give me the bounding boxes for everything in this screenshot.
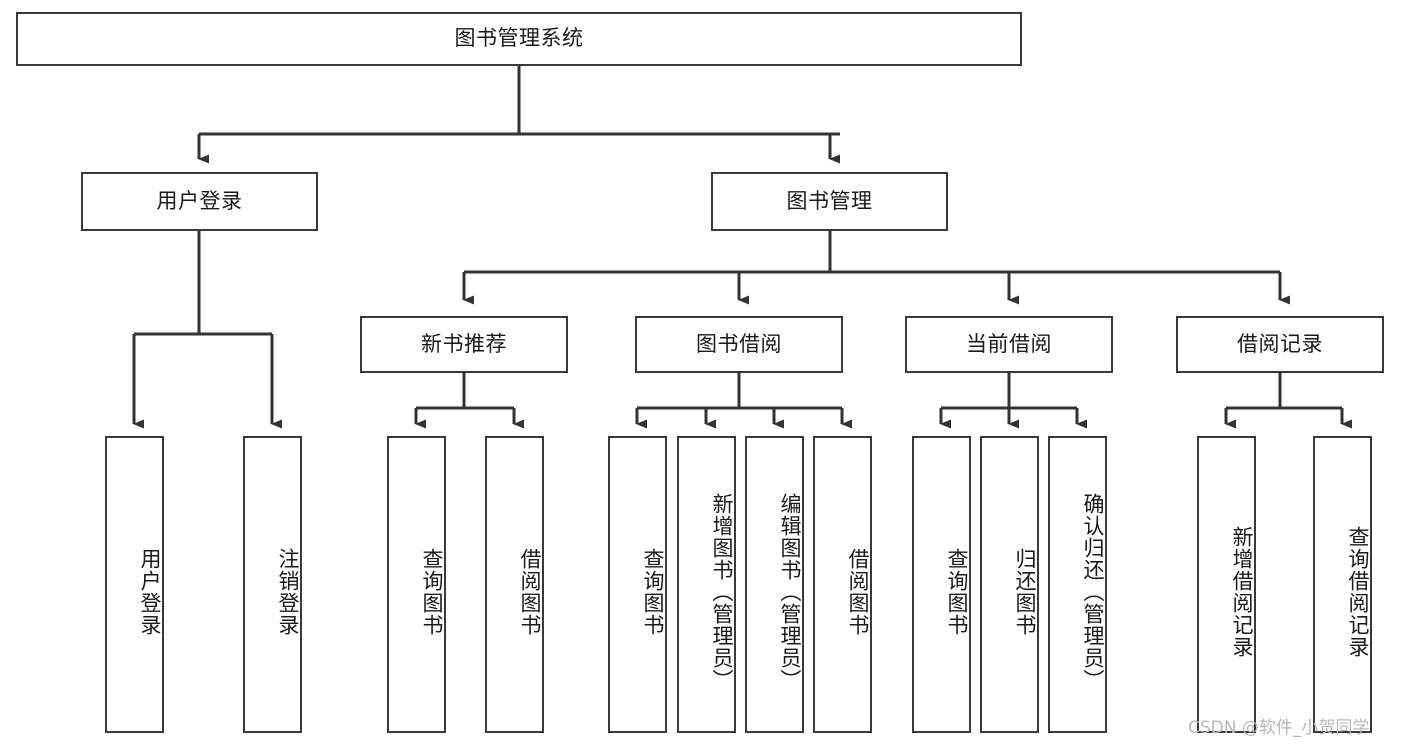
node-label: 查询图书 bbox=[945, 547, 969, 636]
node-book-management[interactable]: 图书管理 bbox=[711, 172, 948, 231]
node-label: 归还图书 bbox=[1013, 547, 1037, 636]
node-label: 借阅图书 bbox=[518, 547, 542, 636]
node-label: 借阅记录 bbox=[1237, 331, 1323, 356]
node-label: 用户登录 bbox=[156, 188, 243, 213]
node-label: 确认归还（管理员） bbox=[1081, 492, 1105, 691]
leaf-current-confirm-return-admin[interactable]: 确认归还（管理员） bbox=[1048, 436, 1107, 733]
leaf-new-book-query[interactable]: 查询图书 bbox=[387, 436, 446, 733]
leaf-borrow-add-book-admin[interactable]: 新增图书（管理员） bbox=[677, 436, 736, 733]
node-user-login[interactable]: 用户登录 bbox=[81, 172, 318, 231]
node-label: 注销登录 bbox=[276, 547, 300, 636]
leaf-borrow-borrow-book[interactable]: 借阅图书 bbox=[813, 436, 872, 733]
leaf-current-return-book[interactable]: 归还图书 bbox=[980, 436, 1039, 733]
leaf-borrow-edit-book-admin[interactable]: 编辑图书（管理员） bbox=[745, 436, 804, 733]
leaf-record-query-record[interactable]: 查询借阅记录 bbox=[1313, 436, 1372, 733]
leaf-new-book-borrow[interactable]: 借阅图书 bbox=[485, 436, 544, 733]
node-book-borrow[interactable]: 图书借阅 bbox=[635, 316, 843, 373]
csdn-watermark: CSDN @软件_小贺同学 bbox=[1188, 718, 1370, 738]
node-label: 新增借阅记录 bbox=[1230, 525, 1254, 658]
node-label: 借阅图书 bbox=[846, 547, 870, 636]
leaf-user-login-signout[interactable]: 注销登录 bbox=[243, 436, 302, 733]
node-root-system[interactable]: 图书管理系统 bbox=[16, 12, 1022, 66]
node-label: 编辑图书（管理员） bbox=[778, 492, 802, 691]
node-label: 新增图书（管理员） bbox=[710, 492, 734, 691]
node-new-book-recommend[interactable]: 新书推荐 bbox=[360, 316, 568, 373]
leaf-borrow-query-book[interactable]: 查询图书 bbox=[608, 436, 667, 733]
node-label: 当前借阅 bbox=[966, 331, 1052, 356]
node-label: 图书借阅 bbox=[696, 331, 782, 356]
leaf-current-query-book[interactable]: 查询图书 bbox=[912, 436, 971, 733]
node-label: 查询图书 bbox=[641, 547, 665, 636]
node-label: 查询借阅记录 bbox=[1346, 525, 1370, 658]
leaf-user-login-signin[interactable]: 用户登录 bbox=[105, 436, 164, 733]
node-label: 用户登录 bbox=[138, 547, 162, 636]
node-borrow-record[interactable]: 借阅记录 bbox=[1176, 316, 1384, 373]
leaf-record-add-record[interactable]: 新增借阅记录 bbox=[1197, 436, 1256, 733]
node-label: 新书推荐 bbox=[421, 331, 507, 356]
node-current-borrow[interactable]: 当前借阅 bbox=[905, 316, 1113, 373]
node-label: 查询图书 bbox=[420, 547, 444, 636]
node-label: 图书管理 bbox=[786, 188, 873, 213]
node-label: 图书管理系统 bbox=[454, 26, 584, 51]
